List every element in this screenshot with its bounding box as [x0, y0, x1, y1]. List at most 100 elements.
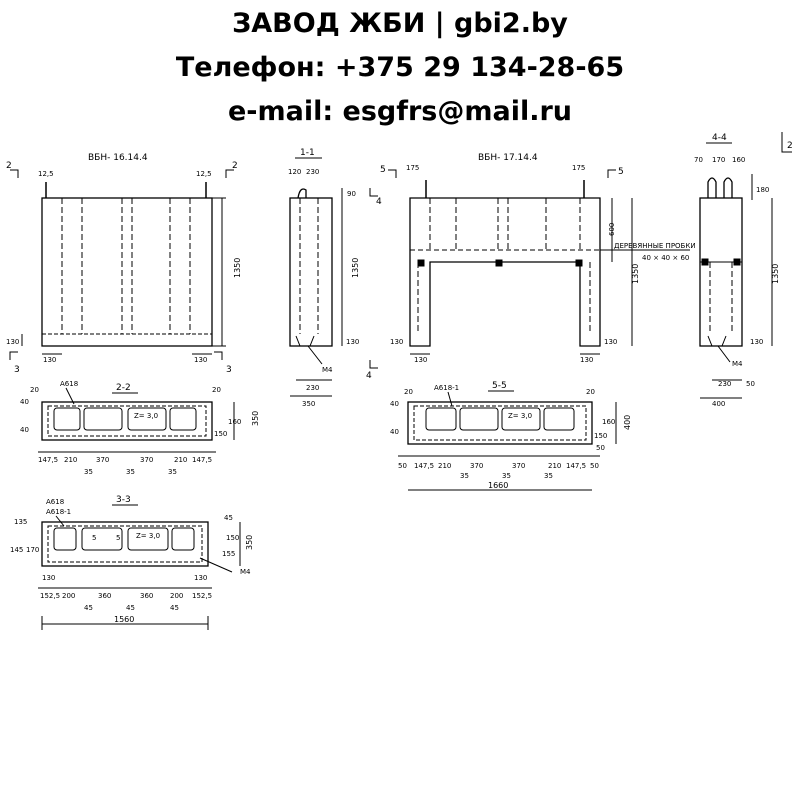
dim-text: 50 — [596, 444, 605, 452]
dim-text: 147,5 — [566, 462, 586, 470]
z-label: Z= 3,0 — [136, 532, 160, 540]
dim-height: 1350 — [233, 258, 242, 278]
dim-text: 130 — [414, 356, 427, 364]
view-section-1-1: 1-1 120 230 90 1350 130 4 4 М4 230 350 — [288, 148, 382, 408]
note-line-2: 40 × 40 × 60 — [642, 254, 689, 262]
dim-text: 350 — [245, 535, 254, 550]
dim-text: 130 — [390, 338, 403, 346]
dim-text: 150 — [214, 430, 227, 438]
m4-label: М4 — [732, 360, 743, 368]
dim-text: 370 — [512, 462, 525, 470]
dim-height: 1350 — [351, 258, 360, 278]
dim-text: 210 — [438, 462, 451, 470]
dim-text: 350 — [251, 411, 260, 426]
section-outline — [699, 197, 743, 347]
dim-text: 175 — [406, 164, 419, 172]
dim-text: 210 — [64, 456, 77, 464]
dim-text: 130 — [194, 356, 207, 364]
cut-label: 2 — [6, 161, 12, 171]
view-4-title: 4-4 — [712, 133, 727, 143]
section-3-3: 3-3 А618 А618-1 Z= 3,0 5 5 135 145 170 4… — [10, 495, 254, 630]
dim-text: 152,5 — [192, 592, 212, 600]
dim-text: 45 — [170, 604, 179, 612]
dim-text: 230 — [306, 168, 319, 176]
dim-text: 147,5 — [38, 456, 58, 464]
dim-text: 50 — [746, 380, 755, 388]
view-1-title: ВБН- 16.14.4 — [88, 153, 148, 163]
dim-text: 40 — [20, 426, 29, 434]
z-label: Z= 3,0 — [134, 412, 158, 420]
dim-text: 70 — [694, 156, 703, 164]
dim-text: 40 — [20, 398, 29, 406]
dim-text: 12,5 — [38, 170, 54, 178]
dim-text: 50 — [590, 462, 599, 470]
dim-text: 130 — [42, 574, 55, 582]
dim-text: 130 — [43, 356, 56, 364]
view-section-4-4: 4-4 70 170 160 180 1350 130 М4 230 50 40… — [694, 133, 780, 408]
dim-text: 230 — [718, 380, 731, 388]
dim-text: 230 — [306, 384, 319, 392]
dim-text: 147,5 — [192, 456, 212, 464]
dim-text: 147,5 — [414, 462, 434, 470]
dim-height: 1350 — [631, 264, 640, 284]
dim-text: 370 — [96, 456, 109, 464]
dim-text: 150 — [226, 534, 239, 542]
header-line-2: Телефон: +375 29 134-28-65 — [175, 52, 625, 83]
dim-text: 130 — [346, 338, 359, 346]
section-outline — [41, 401, 213, 441]
cut-label: 4 — [376, 197, 382, 207]
cut-label: 2 — [232, 161, 238, 171]
dim-text: 20 — [212, 386, 221, 394]
dim-text: 20 — [30, 386, 39, 394]
dim-text: 170 — [26, 546, 39, 554]
section-title: 5-5 — [492, 381, 507, 391]
dim-text: 135 — [14, 518, 27, 526]
dim-text: 35 — [460, 472, 469, 480]
dim-text: 370 — [140, 456, 153, 464]
hidden-lines — [417, 198, 591, 334]
panel-outline — [409, 197, 601, 347]
cut-label: 5 — [380, 165, 386, 175]
mark-label: 5 — [116, 534, 120, 542]
dim-text: 45 — [84, 604, 93, 612]
dim-text: 35 — [84, 468, 93, 476]
panel-outline — [41, 197, 213, 347]
dim-text: 90 — [347, 190, 356, 198]
view-2-title: 1-1 — [300, 148, 315, 158]
dim-text: 400 — [623, 415, 632, 430]
z-label: Z= 3,0 — [508, 412, 532, 420]
section-5-5: 5-5 А618-1 Z= 3,0 20 20 40 40 160 150 50… — [390, 381, 632, 491]
m4-label: М4 — [240, 568, 251, 576]
dim-text: 50 — [398, 462, 407, 470]
bar-label: А618 — [46, 498, 64, 506]
dim-text: 150 — [594, 432, 607, 440]
view-3-title: ВБН- 17.14.4 — [478, 153, 538, 163]
note-line-1: ДЕРЕВЯННЫЕ ПРОБКИ — [614, 242, 696, 250]
dim-text: 120 — [288, 168, 301, 176]
dim-text: 130 — [750, 338, 763, 346]
dim-total: 1660 — [488, 481, 508, 490]
sheet-number-mark: 2 — [781, 132, 793, 153]
dim-text: 200 — [170, 592, 183, 600]
section-title: 3-3 — [116, 495, 131, 505]
dim-text: 350 — [302, 400, 315, 408]
dim-text: 160 — [732, 156, 745, 164]
dim-text: 160 — [228, 418, 241, 426]
view-vbn-17: ВБН- 17.14.4 175 175 5 5 600 1350 130 13… — [380, 153, 696, 364]
dim-text: 160 — [602, 418, 615, 426]
section-title: 2-2 — [116, 383, 131, 393]
dim-text: 210 — [174, 456, 187, 464]
dim-text: 40 — [390, 400, 399, 408]
bar-label: А618 — [60, 380, 78, 388]
dim-text: 360 — [140, 592, 153, 600]
cut-label: 4 — [366, 371, 372, 381]
dim-text: 175 — [572, 164, 585, 172]
dim-text: 45 — [126, 604, 135, 612]
view-vbn-16: ВБН- 16.14.4 12,5 12,5 2 2 3 3 1350 130 … — [6, 153, 242, 375]
dim-text: 400 — [712, 400, 725, 408]
dim-text: 40 — [390, 428, 399, 436]
dim-text: 35 — [126, 468, 135, 476]
dim-text: 20 — [586, 388, 595, 396]
section-outline — [407, 401, 593, 445]
